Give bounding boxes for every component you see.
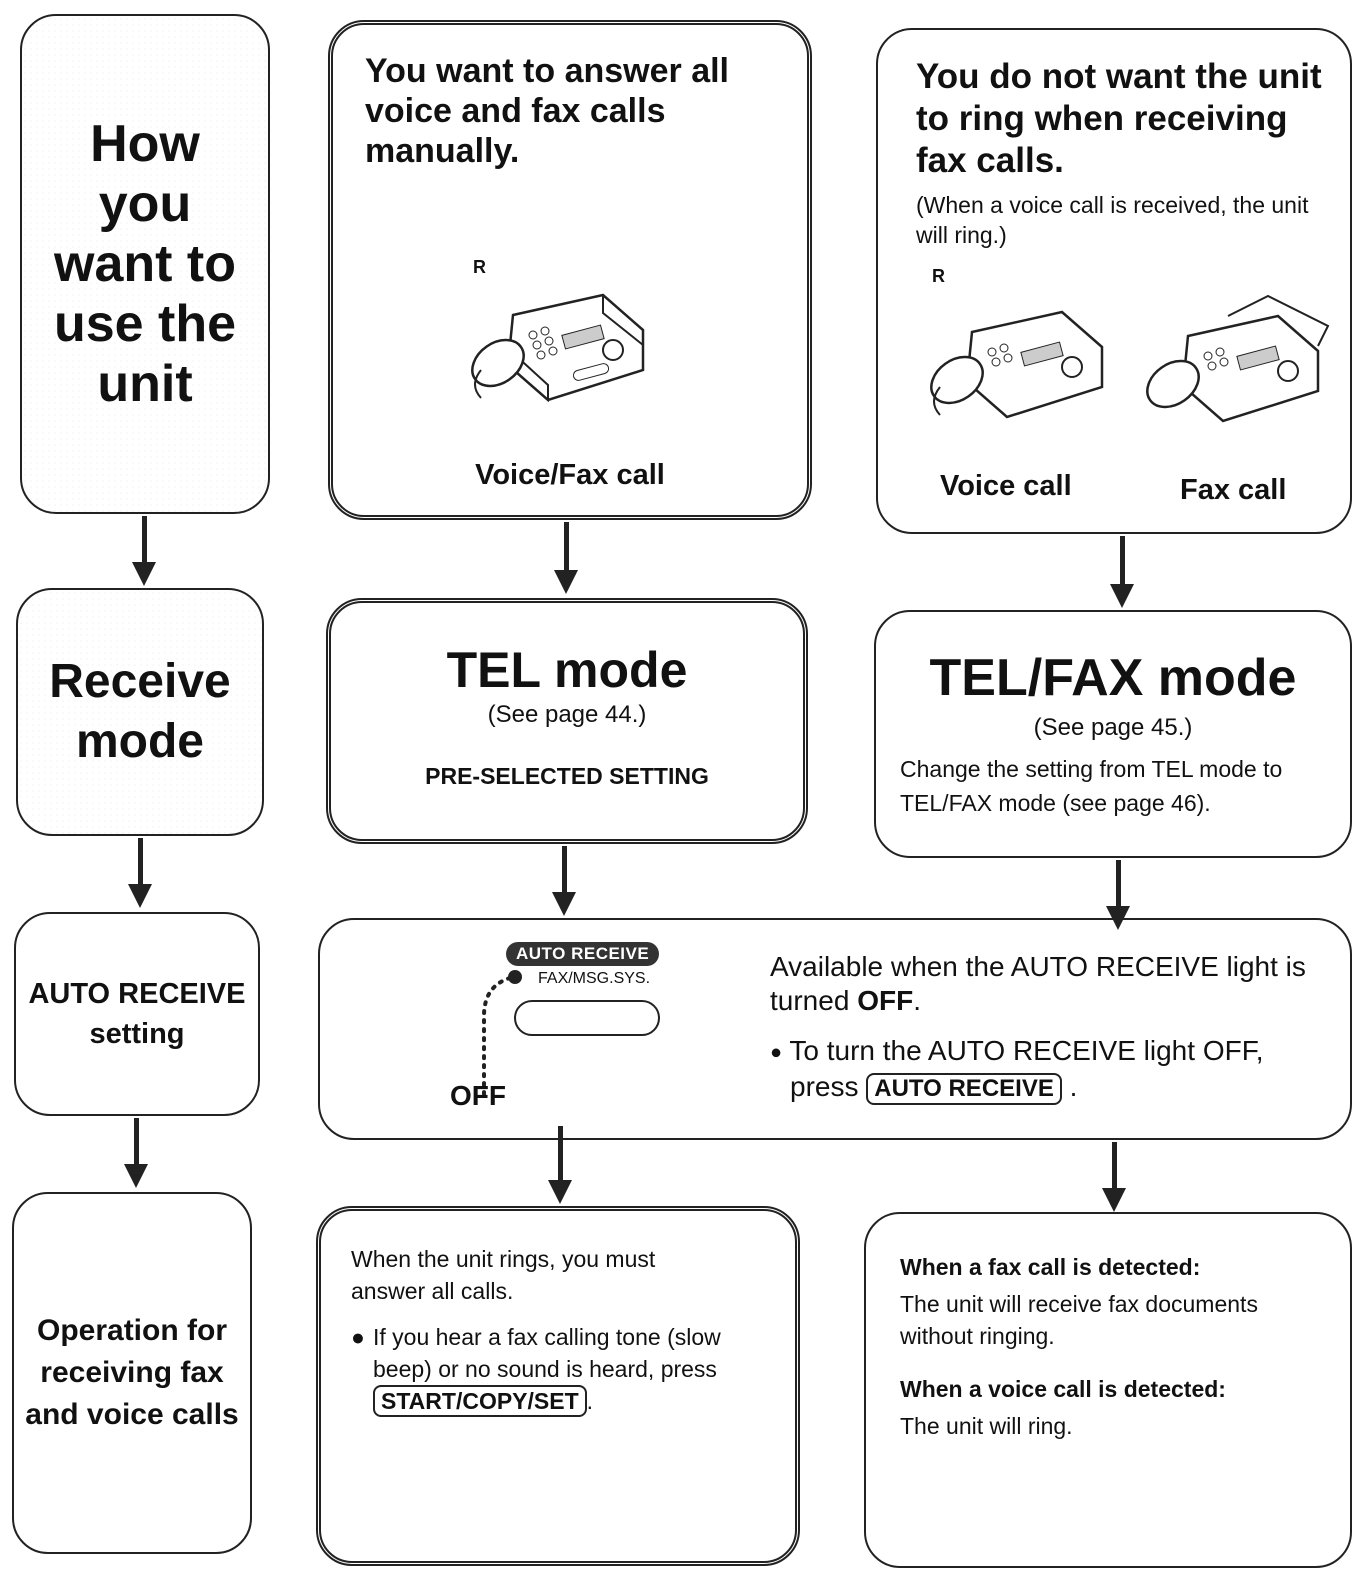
tel-op-line1: When the unit rings, you must answer all…: [351, 1246, 656, 1304]
bullet-icon: ●: [770, 1041, 783, 1064]
receive-mode-box: Receive mode: [16, 588, 264, 836]
auto-receive-bullet: ● To turn the AUTO RECEIVE light OFF, pr…: [770, 1034, 1340, 1105]
ring-letter: R: [473, 257, 486, 277]
press-text: press: [790, 1070, 859, 1102]
tel-fax-mode-change: Change the setting from TEL mode to TEL/…: [900, 756, 1283, 816]
ring-letter-right: R: [932, 266, 945, 286]
receive-mode-label: Receive mode: [49, 655, 231, 768]
tel-mode-page-ref: (See page 44.): [487, 701, 647, 728]
auto-receive-box: AUTO RECEIVE FAX/MSG.SYS. OFF Available …: [318, 918, 1352, 1140]
dotted-leader-line: [482, 976, 512, 1096]
no-ring-note: (When a voice call is received, the unit…: [916, 192, 1309, 248]
tel-op-bullet-text: If you hear a fax calling tone (slow bee…: [373, 1324, 721, 1382]
manual-answer-heading: You want to answer all voice and fax cal…: [365, 52, 729, 170]
no-ring-heading: You do not want the unit to ring when re…: [916, 57, 1322, 180]
available-text: Available when the AUTO RECEIVE light is…: [770, 950, 1310, 1018]
voice-fax-call-caption: Voice/Fax call: [475, 459, 665, 491]
tel-fax-operation-box: When a fax call is detected: The unit wi…: [864, 1212, 1352, 1568]
tel-op-bullet: ● If you hear a fax calling tone (slow b…: [351, 1321, 781, 1417]
tel-fax-mode-box: TEL/FAX mode (See page 45.) Change the s…: [874, 610, 1352, 858]
auto-receive-setting-box: AUTO RECEIVE setting: [14, 912, 260, 1116]
voice-detected-text: The unit will ring.: [900, 1413, 1073, 1439]
start-copy-set-key[interactable]: START/COPY/SET: [373, 1385, 587, 1417]
auto-receive-key[interactable]: AUTO RECEIVE: [866, 1072, 1062, 1105]
how-you-want-label: How you want to use the unit: [53, 115, 237, 413]
tel-op-end: .: [586, 1388, 594, 1414]
bullet-icon: ●: [351, 1324, 365, 1350]
fax-machine-icon: [471, 293, 645, 403]
fax-detected-text: The unit will receive fax documents with…: [900, 1291, 1258, 1349]
tel-mode-title: TEL mode: [446, 642, 688, 698]
tel-mode-box: TEL mode (See page 44.) PRE-SELECTED SET…: [326, 598, 808, 844]
pre-selected-label: PRE-SELECTED SETTING: [425, 763, 709, 789]
auto-receive-panel-sub: FAX/MSG.SYS.: [538, 970, 651, 987]
tel-fax-mode-title: TEL/FAX mode: [929, 649, 1297, 707]
auto-receive-panel-button[interactable]: [514, 1000, 660, 1036]
auto-receive-end: .: [1069, 1070, 1078, 1102]
auto-receive-setting-label: AUTO RECEIVE setting: [28, 978, 246, 1050]
voice-detected-title: When a voice call is detected:: [900, 1376, 1226, 1402]
available-bold: OFF: [857, 985, 914, 1016]
no-ring-box: You do not want the unit to ring when re…: [876, 28, 1352, 534]
tel-fax-mode-page-ref: (See page 45.): [1033, 714, 1193, 741]
off-label: OFF: [450, 1080, 506, 1111]
available-pre: Available when the AUTO RECEIVE light is…: [770, 951, 1306, 1016]
voice-call-caption: Voice call: [940, 470, 1072, 502]
fax-receiving-machine-icon: [1146, 294, 1330, 423]
indicator-light-icon: [508, 970, 522, 984]
voice-fax-machine-icon: [930, 310, 1104, 419]
fax-detected-title: When a fax call is detected:: [900, 1254, 1201, 1280]
tel-mode-operation-box: When the unit rings, you must answer all…: [316, 1206, 800, 1566]
fax-call-caption: Fax call: [1180, 474, 1287, 506]
operation-box: Operation for receiving fax and voice ca…: [12, 1192, 252, 1554]
operation-label: Operation for receiving fax and voice ca…: [25, 1314, 239, 1431]
how-you-want-box: How you want to use the unit: [20, 14, 270, 514]
auto-receive-panel-label: AUTO RECEIVE: [506, 942, 660, 966]
available-end: .: [913, 985, 921, 1016]
manual-answer-box: You want to answer all voice and fax cal…: [328, 20, 812, 520]
bullet-text: To turn the AUTO RECEIVE light OFF,: [789, 1035, 1264, 1066]
